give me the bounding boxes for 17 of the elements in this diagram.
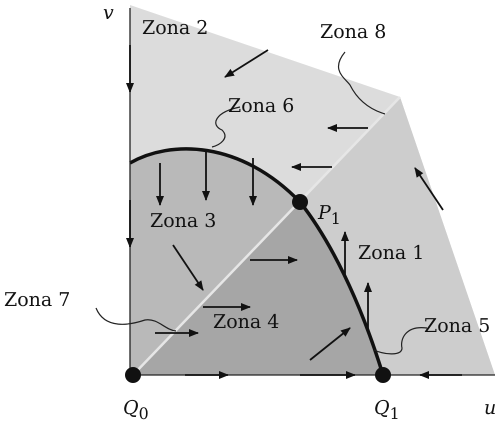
axis-label: u bbox=[484, 398, 496, 419]
zone-label: Zona 8 bbox=[320, 22, 386, 43]
point-label: Q$_{1}$ bbox=[374, 398, 400, 422]
point-label: P$_{1}$ bbox=[318, 203, 341, 228]
zone-label: Zona 4 bbox=[213, 312, 280, 333]
axis-label: v bbox=[103, 3, 114, 24]
point-label: Q$_{0}$ bbox=[123, 398, 149, 422]
zone-label: Zona 1 bbox=[358, 243, 424, 264]
zone-label: Zona 6 bbox=[228, 96, 294, 117]
leader-line bbox=[212, 106, 240, 148]
leader-line bbox=[95, 308, 176, 332]
leader-line bbox=[374, 327, 428, 354]
zone-label: Zona 5 bbox=[424, 316, 490, 337]
zone-label: Zona 2 bbox=[142, 18, 208, 39]
zone-label: Zona 3 bbox=[150, 211, 216, 232]
zone-label: Zona 7 bbox=[4, 290, 70, 311]
leader-line bbox=[338, 52, 386, 115]
